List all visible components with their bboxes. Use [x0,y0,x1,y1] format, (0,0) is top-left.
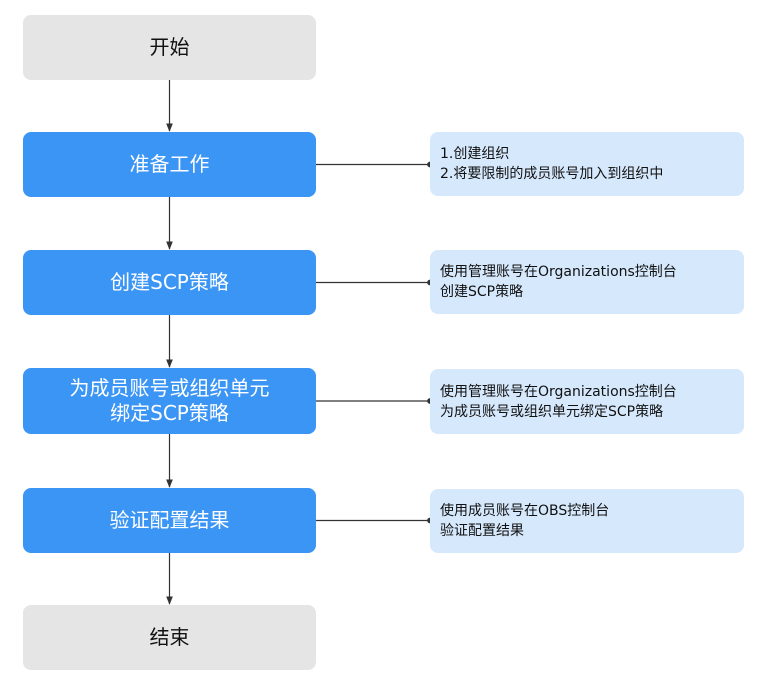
bind-scp-step-label-line1: 为成员账号或组织单元 [69,376,270,400]
prepare-step-label: 准备工作 [129,152,210,176]
bind-scp-step-label-line2: 绑定SCP策略 [110,401,229,425]
prepare-step: 准备工作 [23,132,316,197]
bind-scp-step: 为成员账号或组织单元 绑定SCP策略 [23,368,316,434]
create-scp-note-line2: 创建SCP策略 [440,284,524,300]
prepare-note-line1: 1.创建组织 [440,146,510,162]
start-node: 开始 [23,15,316,80]
create-scp-note-line1: 使用管理账号在Organizations控制台 [440,264,677,280]
bind-scp-note: 使用管理账号在Organizations控制台 为成员账号或组织单元绑定SCP策… [430,369,744,434]
bind-scp-note-line1: 使用管理账号在Organizations控制台 [440,383,677,400]
verify-note: 使用成员账号在OBS控制台 验证配置结果 [430,489,744,553]
end-node-label: 结束 [149,625,190,649]
bind-scp-note-line2: 为成员账号或组织单元绑定SCP策略 [440,403,664,420]
end-node: 结束 [23,605,316,670]
start-node-label: 开始 [149,35,190,59]
create-scp-step: 创建SCP策略 [23,250,316,315]
prepare-note-line2: 2.将要限制的成员账号加入到组织中 [440,166,664,182]
create-scp-step-label: 创建SCP策略 [110,270,229,294]
verify-step-label: 验证配置结果 [109,508,230,532]
verify-step: 验证配置结果 [23,488,316,553]
create-scp-note: 使用管理账号在Organizations控制台 创建SCP策略 [430,250,744,314]
prepare-note: 1.创建组织 2.将要限制的成员账号加入到组织中 [430,132,744,196]
verify-note-line2: 验证配置结果 [440,523,524,539]
verify-note-line1: 使用成员账号在OBS控制台 [440,503,610,519]
